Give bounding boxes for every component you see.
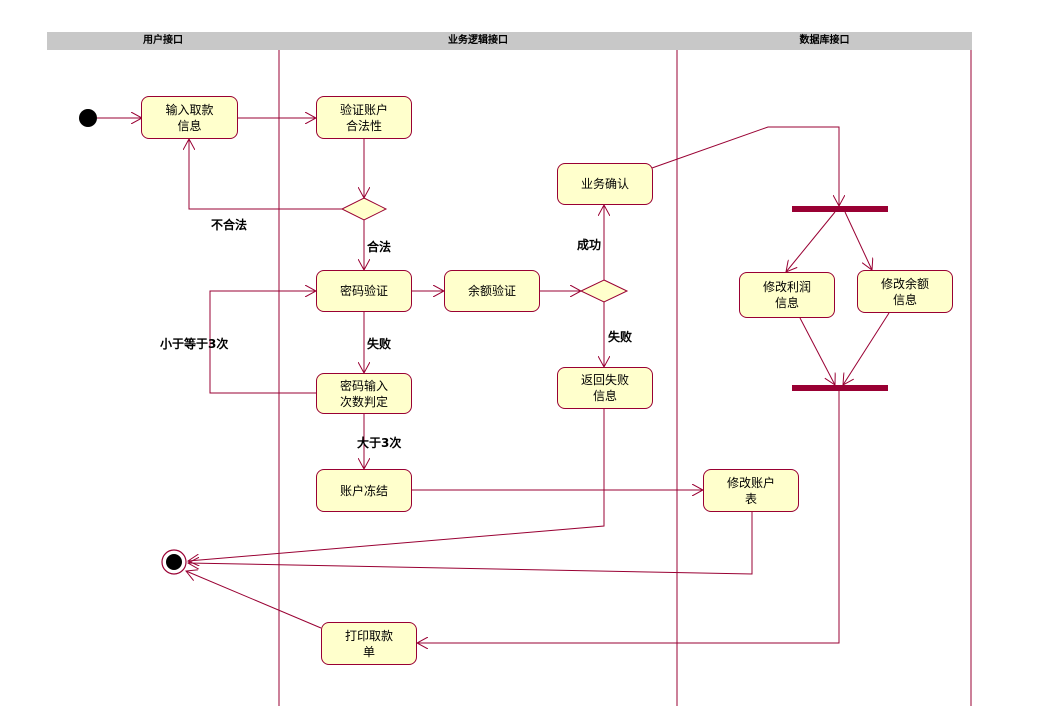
fork-bar [792,206,888,212]
guard-password-fail: 失败 [367,337,392,351]
lane-header-database: 数据库接口 [677,32,972,50]
activity-modify-balance: 修改余额 信息 [857,270,953,313]
activity-freeze-account: 账户冻结 [316,469,412,512]
activity-password-count-check: 密码输入 次数判定 [316,373,412,414]
activity-input-withdraw: 输入取款 信息 [141,96,238,139]
activity-print-receipt: 打印取款 单 [321,622,417,665]
guard-balance-fail: 失败 [608,330,633,344]
edge-fork-balance [844,211,872,270]
initial-node [79,109,97,127]
edge-failure-final [188,409,605,561]
join-bar [792,385,888,391]
edge-balance-join [843,312,890,385]
edge-table-final [188,512,753,575]
edge-interest-join [799,317,835,385]
activity-modify-account-table: 修改账户 表 [703,469,799,512]
guard-invalid: 不合法 [211,218,248,232]
activity-modify-interest: 修改利润 信息 [739,272,835,318]
lane-header-user: 用户接口 [47,32,279,50]
activity-business-confirm: 业务确认 [557,163,653,205]
decision-account-valid [340,197,388,221]
decision-balance [579,279,629,303]
edge-fork-interest [786,211,836,272]
edge-join-print [417,391,840,643]
guard-valid: 合法 [367,240,392,254]
guard-gt-3: 大于3次 [357,436,402,450]
edge-confirm-fork [651,126,839,206]
final-node-inner [166,554,182,570]
activity-verify-balance: 余额验证 [444,270,540,312]
edge-decision-invalid [189,139,342,210]
lane-header-business: 业务逻辑接口 [279,32,677,50]
guard-lte-3: 小于等于3次 [160,337,229,351]
activity-verify-account: 验证账户 合法性 [316,96,412,139]
edge-print-final [186,571,322,629]
guard-success: 成功 [577,238,602,252]
edge-count-retry [209,291,316,394]
activity-return-failure: 返回失败 信息 [557,367,653,409]
final-node-outer [161,549,187,575]
activity-verify-password: 密码验证 [316,270,412,312]
